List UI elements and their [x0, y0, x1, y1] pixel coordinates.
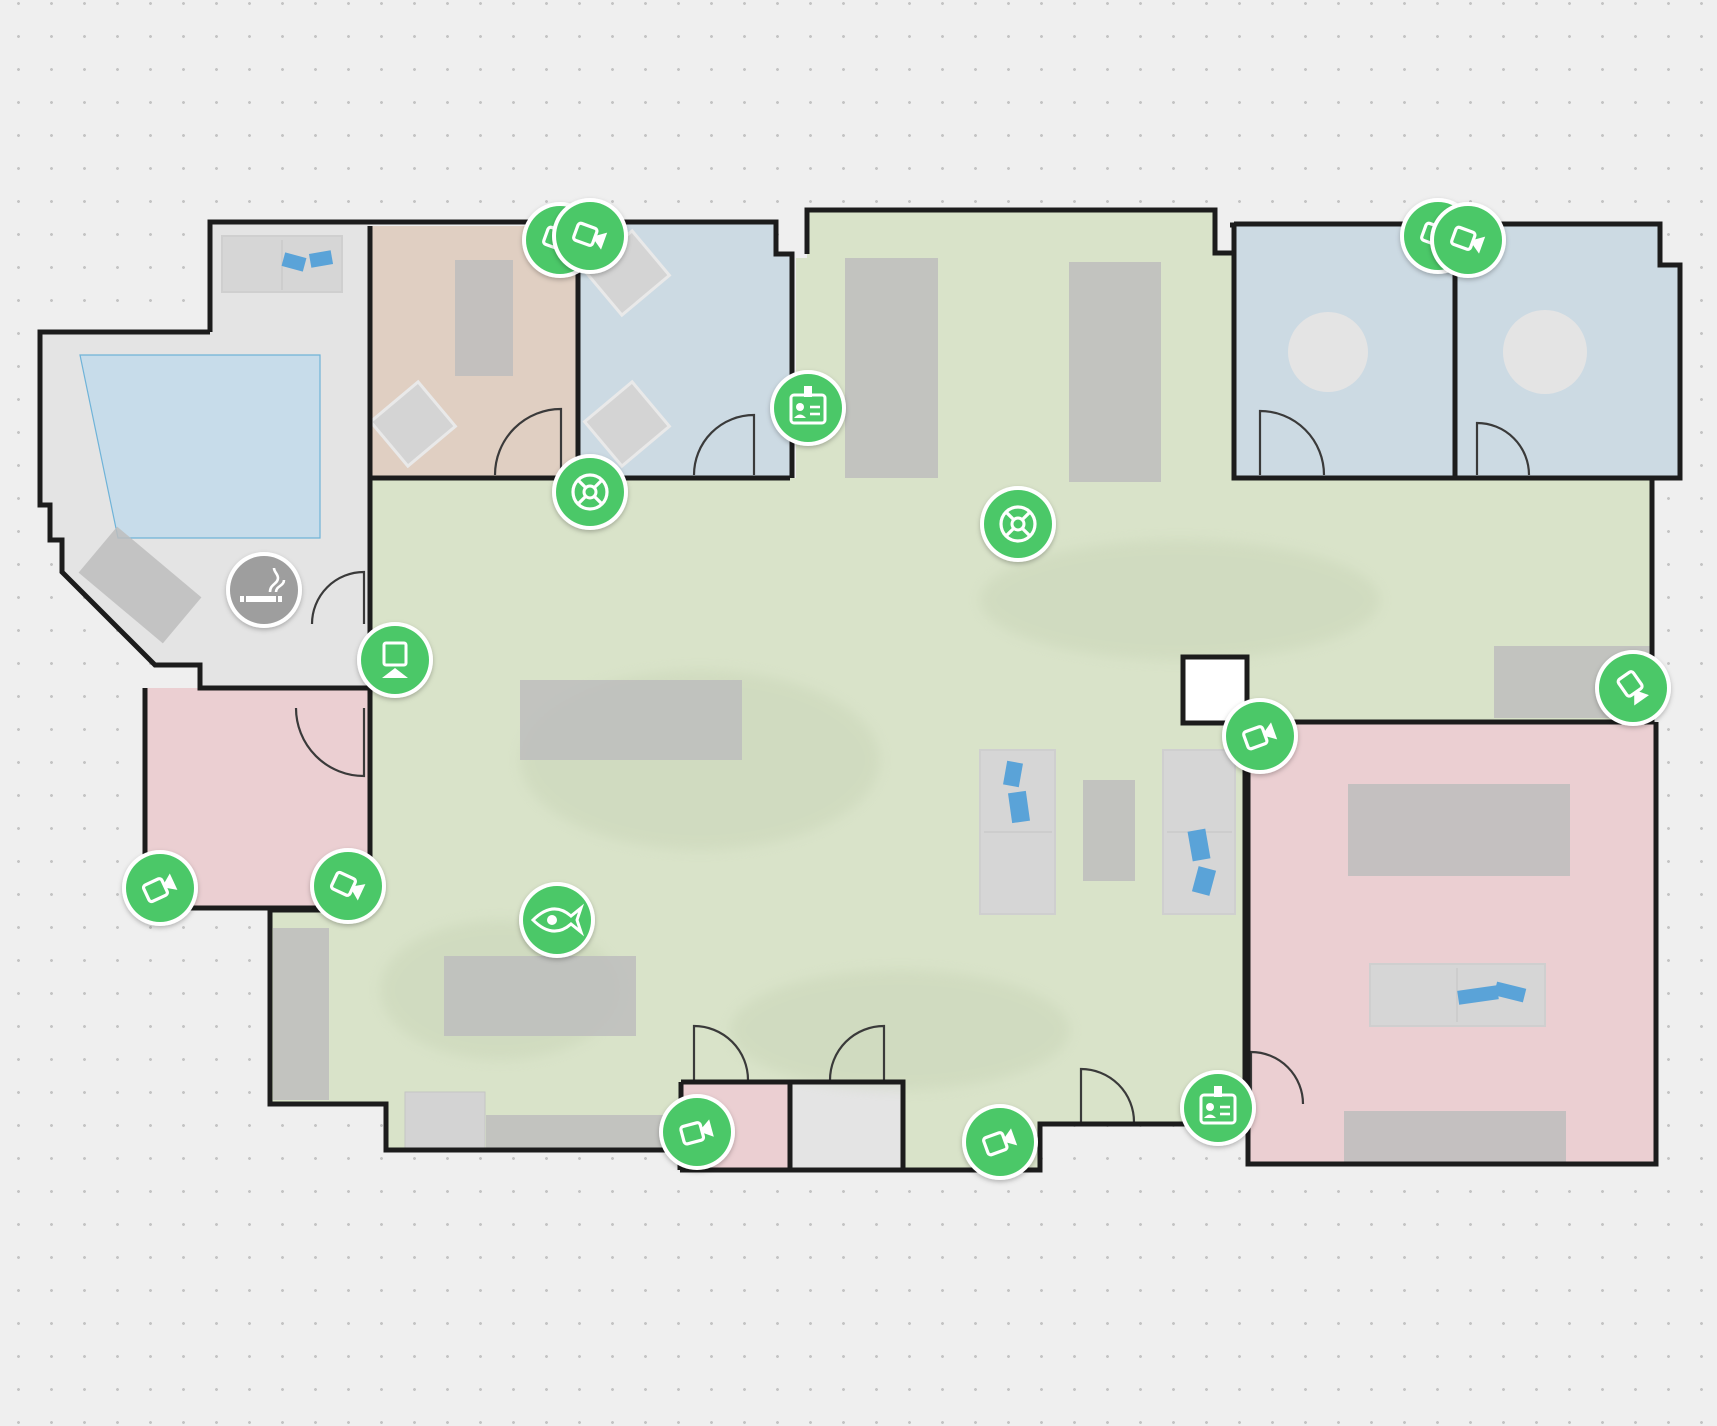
fridge [404, 1091, 486, 1151]
device-markers-layer [122, 198, 1671, 1180]
safe-icon [999, 505, 1037, 543]
round-table [1503, 310, 1587, 394]
door [294, 707, 366, 778]
pool [79, 354, 321, 539]
badge-reader-icon [789, 386, 827, 425]
workstation-icon [382, 641, 408, 678]
camera-marker[interactable] [1430, 202, 1506, 278]
video-camera-icon [982, 1128, 1018, 1157]
sofa [1162, 749, 1236, 915]
video-camera-icon [1616, 670, 1649, 706]
video-camera-icon [141, 873, 178, 904]
door [1249, 1050, 1305, 1105]
badge-reader-marker[interactable] [1180, 1070, 1256, 1146]
door [1258, 409, 1326, 476]
lounge-chair [78, 526, 202, 644]
video-camera-icon [679, 1119, 714, 1146]
door [493, 407, 563, 476]
safe-marker[interactable] [980, 486, 1056, 562]
smoking-area-marker[interactable] [226, 552, 302, 628]
video-camera-icon [1242, 722, 1278, 751]
camera-marker[interactable] [122, 850, 198, 926]
desk [444, 956, 636, 1036]
video-camera-icon [329, 870, 366, 901]
doors-layer [294, 407, 1531, 1123]
utility-room-small[interactable] [790, 1083, 903, 1168]
camera-marker[interactable] [659, 1094, 735, 1170]
workstation-marker[interactable] [357, 622, 433, 698]
restricted-room-left[interactable] [145, 688, 368, 908]
open-office[interactable] [270, 211, 1652, 1170]
safe-icon [571, 473, 609, 511]
furniture-layer [78, 228, 1652, 1163]
chair [582, 379, 672, 469]
eye-fish-icon [530, 903, 585, 937]
camera-marker[interactable] [1222, 698, 1298, 774]
video-camera-icon [1450, 225, 1486, 254]
counter [486, 1115, 666, 1151]
chair [368, 379, 458, 469]
video-camera-icon [572, 221, 608, 250]
round-table [1288, 312, 1368, 392]
coffee-table [1083, 780, 1135, 881]
camera-marker[interactable] [1595, 650, 1671, 726]
safe-marker[interactable] [552, 454, 628, 530]
sofa [979, 749, 1056, 915]
desk [845, 258, 938, 478]
counter [273, 928, 329, 1100]
badge-reader-marker[interactable] [770, 370, 846, 446]
desk [1069, 262, 1161, 482]
door [1475, 421, 1531, 476]
door [692, 413, 756, 476]
camera-marker[interactable] [310, 848, 386, 924]
camera-marker[interactable] [552, 198, 628, 274]
door [692, 1024, 750, 1081]
camera-marker[interactable] [962, 1104, 1038, 1180]
desk [520, 680, 742, 760]
sofa [1369, 963, 1546, 1027]
sofa [221, 235, 343, 293]
badge-reader-icon [1199, 1086, 1237, 1125]
door [310, 570, 366, 625]
phishing-sensor-marker[interactable] [519, 882, 595, 958]
desk [1348, 784, 1570, 876]
desk [455, 260, 513, 376]
cigarette-icon [240, 567, 286, 602]
desk [1344, 1111, 1566, 1163]
door [1079, 1067, 1136, 1123]
door [828, 1024, 886, 1081]
